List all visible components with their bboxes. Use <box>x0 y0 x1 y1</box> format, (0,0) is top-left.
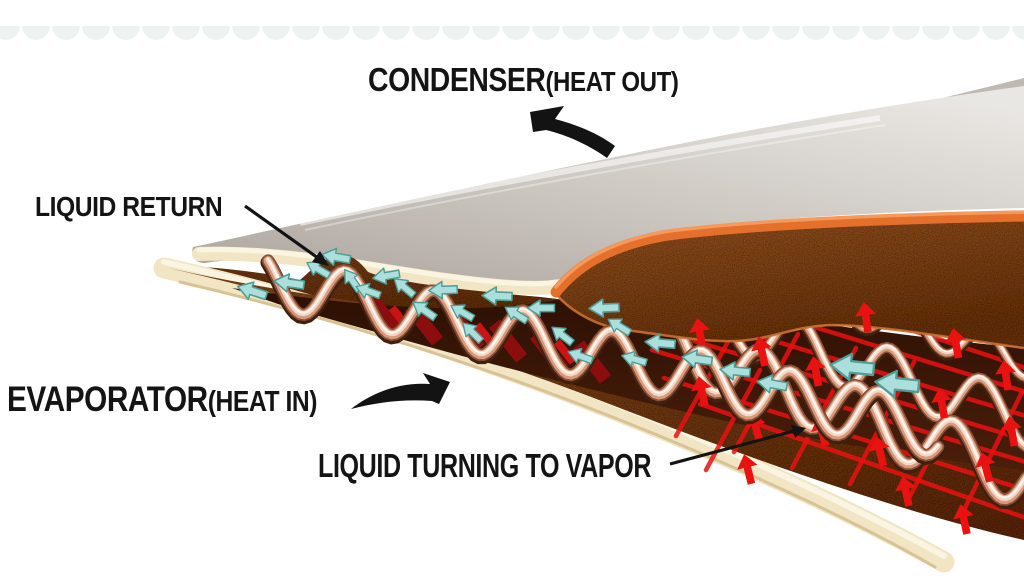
liquid-to-vapor-label-text: LIQUID TURNING TO VAPOR <box>318 447 652 484</box>
liquid-return-flow-arrow <box>427 280 459 300</box>
copper-shell-rim <box>550 210 1024 298</box>
red-bright-chunk <box>553 339 577 365</box>
evaporator-label-paren: (HEAT IN) <box>207 386 318 418</box>
red-vapor-arrow <box>805 356 826 387</box>
condenser-label-main: CONDENSER <box>368 61 546 98</box>
liquid-return-flow-arrow <box>588 298 620 318</box>
copper-tube <box>267 257 939 455</box>
red-vapor-arrow <box>945 328 966 359</box>
liquid-return-flow-arrow <box>236 281 269 301</box>
liquid-return-flow-arrow <box>481 286 513 306</box>
vapor-pointer-head <box>791 425 806 438</box>
red-vapor-arrow <box>953 504 974 535</box>
liquid-return-flow-arrow <box>756 374 789 394</box>
red-vapor-arrow <box>751 336 772 367</box>
evaporator-label: EVAPORATOR(HEAT IN) <box>7 380 318 419</box>
liquid-return-flow-arrow <box>371 267 401 285</box>
liquid-return-flow-arrow <box>719 361 752 381</box>
scallop-border <box>0 0 1024 40</box>
condenser-wick-canopy <box>558 218 1024 348</box>
red-lattice-line <box>959 389 1024 517</box>
liquid-return-flow-arrow <box>829 352 876 381</box>
liquid-return-pointer-head <box>312 251 329 266</box>
red-vapor-arrow <box>737 454 758 485</box>
evaporator-label-main: EVAPORATOR <box>7 380 208 419</box>
condenser-plate <box>192 86 1024 290</box>
liquid-return-flow-arrow <box>462 322 485 345</box>
evaporator-direction-arrow <box>351 373 450 409</box>
red-vapor-arrow <box>869 436 890 467</box>
liquid-return-flow-arrow <box>412 301 438 322</box>
red-vapor-arrow <box>1001 416 1022 447</box>
liquid-return-flow-arrow <box>321 247 352 267</box>
red-vapor-arrow <box>691 376 712 407</box>
scallop-mask <box>0 0 1024 26</box>
red-vapor-arrow <box>895 476 916 507</box>
liquid-return-flow-arrow <box>273 273 306 293</box>
condenser-direction-arrow <box>530 106 615 158</box>
liquid-return-flow-arrow <box>644 333 677 353</box>
liquid-return-flow-arrow <box>450 304 476 322</box>
condenser-label-paren: (HEAT OUT) <box>545 66 679 97</box>
liquid-return-flow-arrow <box>526 299 556 317</box>
vapor-pointer-line <box>669 429 795 466</box>
liquid-return-flow-arrow <box>504 306 530 325</box>
red-vapor-arrow <box>931 388 952 419</box>
liquid-to-vapor-label: LIQUID TURNING TO VAPOR <box>318 449 651 482</box>
copper-tube <box>647 311 1024 499</box>
liquid-return-pointer-line <box>244 204 319 260</box>
liquid-return-flow-arrow <box>681 349 714 369</box>
red-vapor-arrow <box>995 360 1016 391</box>
condenser-label: CONDENSER(HEAT OUT) <box>368 63 679 96</box>
plate-cream-edge-highlight <box>196 247 559 287</box>
plate-specular-stripe-2 <box>304 124 886 231</box>
liquid-return-flow-arrow <box>355 282 382 300</box>
copper-tube-front <box>260 254 946 465</box>
liquid-return-flow-arrow <box>874 369 921 398</box>
liquid-return-label-text: LIQUID RETURN <box>35 191 223 222</box>
evaporator-wick-base <box>168 268 1024 540</box>
liquid-return-label: LIQUID RETURN <box>35 191 223 222</box>
liquid-return-flow-arrow <box>393 278 417 299</box>
red-vapor-arrow <box>689 318 710 349</box>
plate-specular-stripe <box>299 115 881 226</box>
liquid-return-flow-arrow <box>607 318 633 337</box>
liquid-return-flow-arrow <box>621 350 648 367</box>
copper-shell-rim-highlight <box>554 210 1024 289</box>
liquid-return-arrows <box>236 247 921 398</box>
red-vapor-arrow <box>855 302 876 333</box>
liquid-return-flow-arrow <box>567 347 594 365</box>
liquid-return-flow-arrow <box>551 326 575 347</box>
red-vapor-arrow <box>975 452 996 483</box>
plate-cream-edge <box>192 246 567 295</box>
